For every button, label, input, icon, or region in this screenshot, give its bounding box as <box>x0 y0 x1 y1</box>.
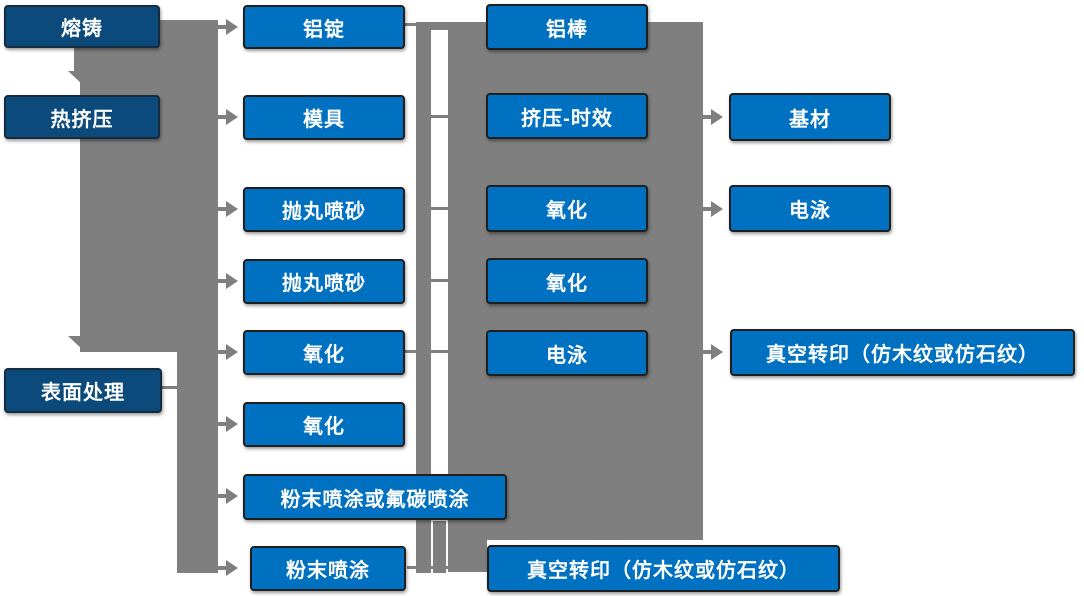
link-lvding-to-gutter <box>405 23 417 26</box>
link-muju-to-jiya <box>431 115 449 118</box>
arrow-down-rongzhu-to-rejiya <box>68 71 98 85</box>
node-jiya: 挤压-时效 <box>486 93 648 139</box>
node-dianyong1: 电泳 <box>486 330 648 376</box>
link-fenmo-to-zhenkong <box>407 566 488 569</box>
node-lvding: 铝锭 <box>243 5 405 49</box>
node-paowan1: 抛丸喷砂 <box>243 187 405 232</box>
arrow-down-rejiya-to-biaomian <box>68 336 98 350</box>
arrow-yanghua3-to-dianyong2 <box>703 201 723 217</box>
arrow-spine-to-yanghua2 <box>218 416 238 432</box>
node-muju: 模具 <box>243 95 405 140</box>
node-yanghua4: 氧化 <box>486 258 648 304</box>
node-lvbang: 铝棒 <box>486 4 648 50</box>
connector-down-shaft-1 <box>74 46 92 72</box>
arrow-jiya-to-jicai <box>703 109 723 125</box>
connector-col3-block-foot <box>448 540 487 572</box>
arrow-dianyong1-to-zhenkong <box>703 344 723 360</box>
node-fenmo: 粉末喷涂 <box>250 546 406 591</box>
node-yanghua2: 氧化 <box>243 402 405 447</box>
node-dianyong2: 电泳 <box>729 185 891 232</box>
node-paowan2: 抛丸喷砂 <box>243 259 405 304</box>
connector-left-spine-upper <box>80 20 218 352</box>
arrow-spine-to-lvding <box>218 19 238 35</box>
connector-mid-gutter-bar <box>416 22 431 573</box>
node-fentufu: 粉末喷涂或氟碳喷涂 <box>243 474 507 520</box>
connector-biaomian-to-spine <box>162 386 178 389</box>
arrow-spine-to-yanghua1 <box>218 344 238 360</box>
arrow-spine-to-fentufu <box>218 488 238 504</box>
node-rongzhu: 熔铸 <box>4 5 160 48</box>
arrow-spine-to-paowan1 <box>218 201 238 217</box>
link-paowan1-to-yanghua3 <box>431 207 449 210</box>
arrow-spine-to-fenmo <box>218 560 238 576</box>
node-yanghua3: 氧化 <box>486 185 648 232</box>
node-rejiya: 热挤压 <box>4 95 160 139</box>
connector-mid-top-bridge <box>416 22 448 30</box>
node-zhenkong-bottom: 真空转印（仿木纹或仿石纹） <box>487 545 840 592</box>
arrow-spine-to-paowan2 <box>218 273 238 289</box>
connector-mid-gutter-bar-2 <box>433 521 446 573</box>
node-jicai: 基材 <box>729 93 891 141</box>
connector-left-spine-lower <box>177 352 218 573</box>
node-biaomian: 表面处理 <box>4 368 162 413</box>
node-zhenkong-right: 真空转印（仿木纹或仿石纹） <box>730 329 1075 376</box>
node-yanghua1: 氧化 <box>243 330 405 375</box>
arrow-spine-to-muju <box>218 109 238 125</box>
link-paowan2-to-yanghua4 <box>431 279 449 282</box>
